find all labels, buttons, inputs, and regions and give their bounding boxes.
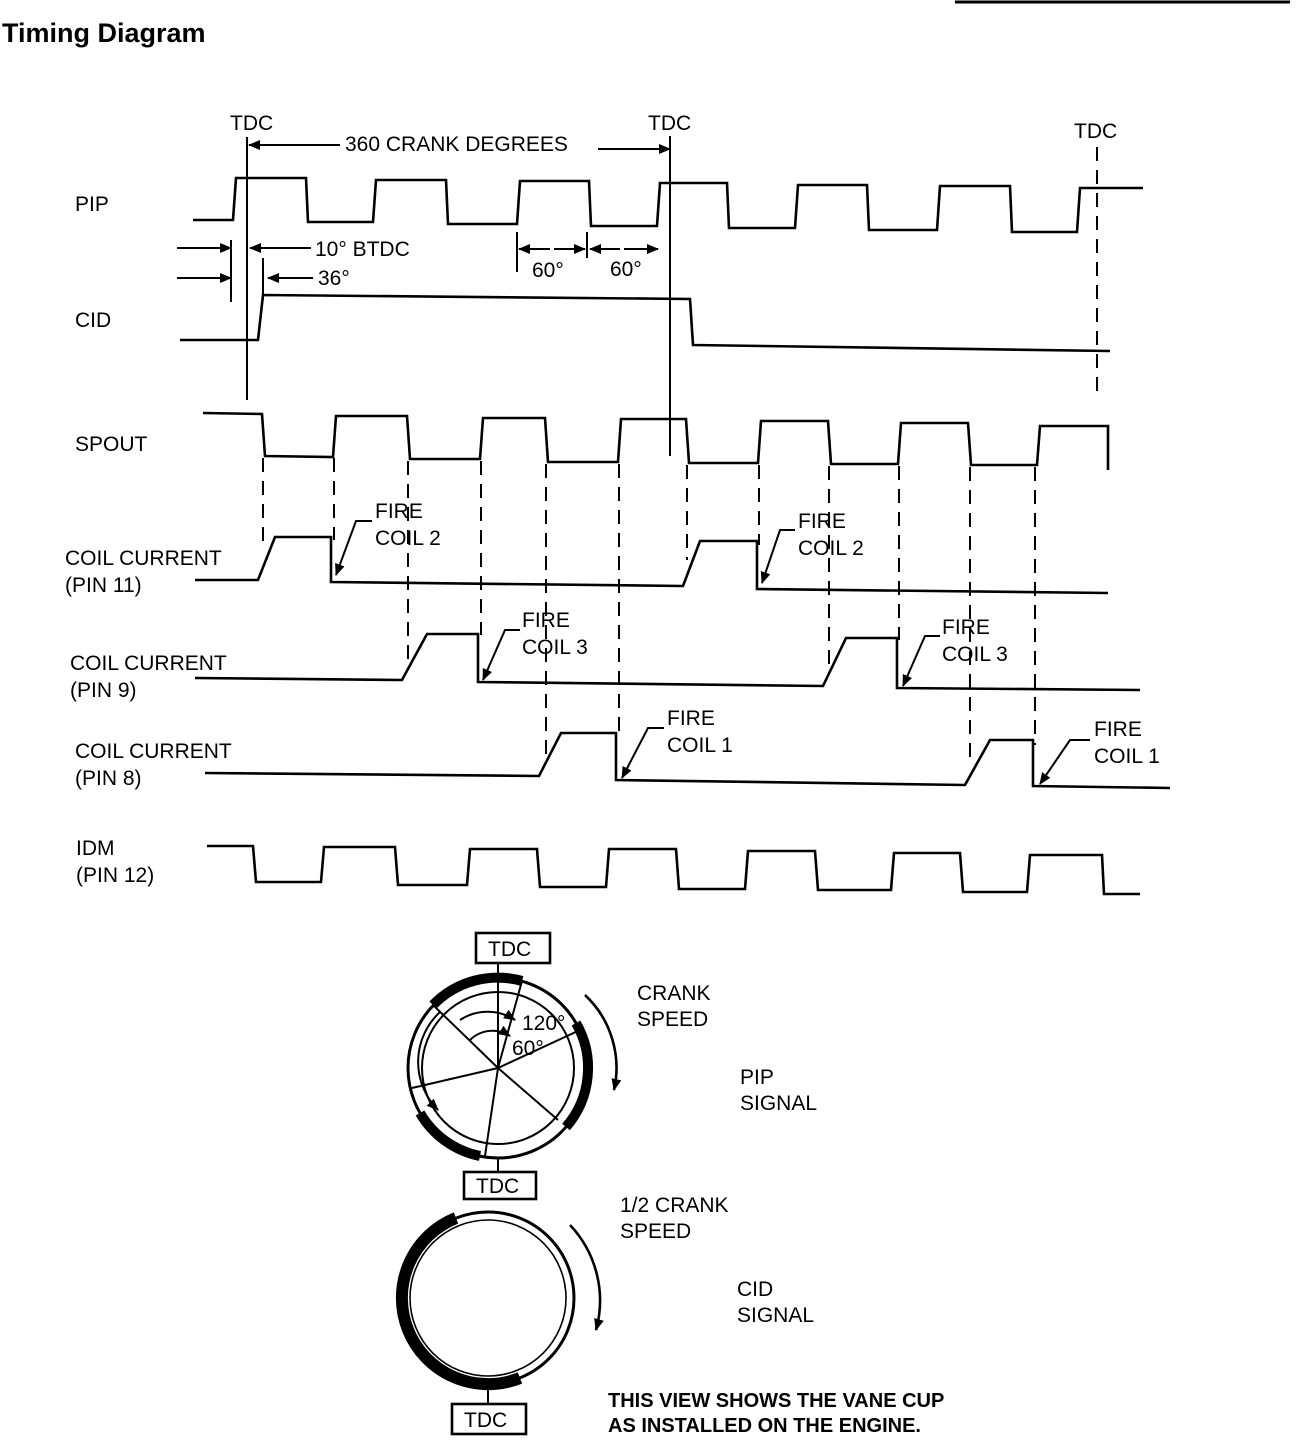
btdc-label: 10° BTDC: [315, 238, 410, 261]
fire-coil1-a-leader: [621, 727, 664, 779]
idm-label-line1: IDM: [76, 837, 115, 860]
idm-waveform: [207, 844, 1140, 896]
tdc-box-top-label: TDC: [488, 938, 531, 961]
angle-60-label: 60°: [512, 1037, 544, 1060]
fire-coil2-a-leader: [335, 520, 372, 576]
tdc-box-mid-label: TDC: [476, 1175, 519, 1198]
fire-coil2-b-line2: COIL 2: [798, 537, 864, 560]
coil11-waveform: [195, 535, 1109, 595]
coil11-label-line2: (PIN 11): [65, 574, 142, 597]
cid-waveform: [180, 293, 1111, 353]
half-speed-arrow: [569, 1224, 604, 1331]
note-line1: THIS VIEW SHOWS THE VANE CUP: [608, 1390, 944, 1412]
tdc-box-bottom: [450, 1402, 528, 1436]
fire-coil2-b-line1: FIRE: [798, 510, 846, 533]
cid-signal-line2: SIGNAL: [737, 1304, 814, 1327]
tdc-box-top: [474, 931, 552, 965]
angle-120-label: 120°: [522, 1012, 565, 1035]
cid-label: CID: [75, 309, 111, 332]
fire-coil2-a-line2: COIL 2: [375, 527, 441, 550]
half-speed-line1: 1/2 CRANK: [620, 1194, 729, 1217]
fire-coil3-a-leader: [482, 629, 520, 681]
note-line2: AS INSTALLED ON THE ENGINE.: [608, 1415, 921, 1437]
pip-signal-line2: SIGNAL: [740, 1092, 817, 1115]
tdc-box-bottom-label: TDC: [464, 1409, 507, 1432]
idm-label-line2: (PIN 12): [76, 864, 154, 887]
crank-speed-arrow: [584, 994, 622, 1091]
coil8-waveform: [204, 731, 1171, 790]
coil11-label-line1: COIL CURRENT: [65, 547, 222, 570]
crank-speed-line2: SPEED: [637, 1008, 708, 1031]
fire-coil2-b-leader: [760, 529, 795, 584]
tdc-label-3: TDC: [1074, 120, 1117, 143]
fire-coil1-a-line2: COIL 1: [667, 734, 733, 757]
half-speed-line2: SPEED: [620, 1220, 691, 1243]
cid-signal-line1: CID: [737, 1278, 773, 1301]
coil8-label-line1: COIL CURRENT: [75, 740, 232, 763]
coil9-label-line1: COIL CURRENT: [70, 652, 227, 675]
fire-coil3-b-line2: COIL 3: [942, 643, 1008, 666]
timing-guides: [262, 458, 1036, 765]
fire-coil1-b-line2: COIL 1: [1094, 745, 1160, 768]
cid-wheel: [395, 1210, 576, 1391]
fire-coil1-b-line1: FIRE: [1094, 718, 1142, 741]
fire-coil3-b-line1: FIRE: [942, 616, 990, 639]
tdc-box-mid: [462, 1170, 538, 1201]
tdc-label-2: TDC: [648, 112, 691, 135]
pip-signal-line1: PIP: [740, 1066, 774, 1089]
fire-coil3-a-line1: FIRE: [522, 609, 570, 632]
crank-speed-line1: CRANK: [637, 982, 711, 1005]
coil8-label-line2: (PIN 8): [75, 767, 142, 790]
pip-waveform: [193, 176, 1143, 234]
pip-label: PIP: [75, 193, 109, 216]
page-title: Timing Diagram: [2, 18, 206, 48]
coil9-waveform: [194, 632, 1141, 692]
deg60a-label: 60°: [532, 259, 564, 282]
deg60b-label: 60°: [610, 258, 642, 281]
fire-coil1-a-line1: FIRE: [667, 707, 715, 730]
fire-coil3-a-line2: COIL 3: [522, 636, 588, 659]
fire-coil2-a-line1: FIRE: [375, 500, 423, 523]
spout-waveform: [202, 411, 1110, 470]
fire-coil3-b-leader: [902, 635, 940, 687]
coil9-label-line2: (PIN 9): [70, 679, 137, 702]
pip-wheel: [406, 963, 594, 1161]
span-label: 360 CRANK DEGREES: [345, 133, 568, 156]
fire-coil1-b-leader: [1039, 739, 1090, 785]
tdc-label-1: TDC: [230, 112, 273, 135]
spout-label: SPOUT: [75, 433, 148, 456]
deg36-label: 36°: [318, 267, 350, 290]
